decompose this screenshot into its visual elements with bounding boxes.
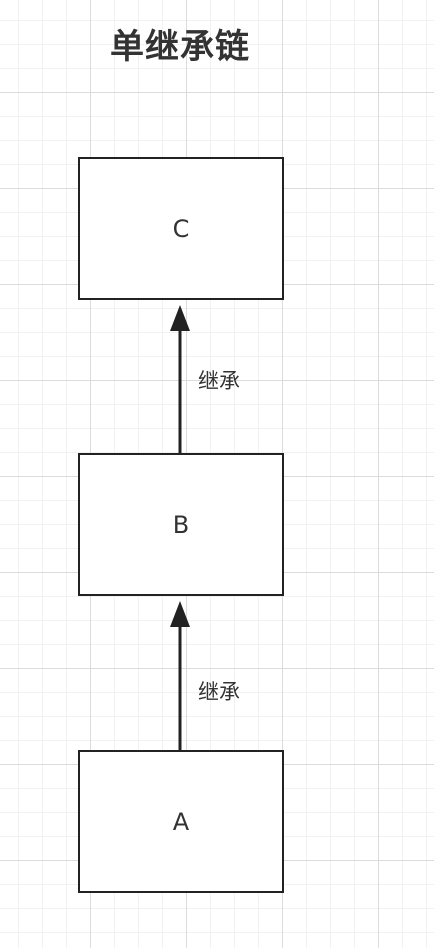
node-a-label: A — [172, 807, 190, 836]
edge-label-a-to-b: 继承 — [198, 680, 240, 704]
node-a[interactable]: A — [78, 750, 284, 893]
node-b-label: B — [172, 510, 190, 539]
diagram-title: 单继承链 — [110, 27, 250, 67]
node-c[interactable]: C — [78, 157, 284, 300]
arrow-a-to-b-head — [170, 601, 190, 627]
node-b[interactable]: B — [78, 453, 284, 596]
arrow-b-to-c-head — [170, 305, 190, 331]
node-c-label: C — [172, 214, 190, 243]
edge-label-b-to-c: 继承 — [198, 369, 240, 393]
